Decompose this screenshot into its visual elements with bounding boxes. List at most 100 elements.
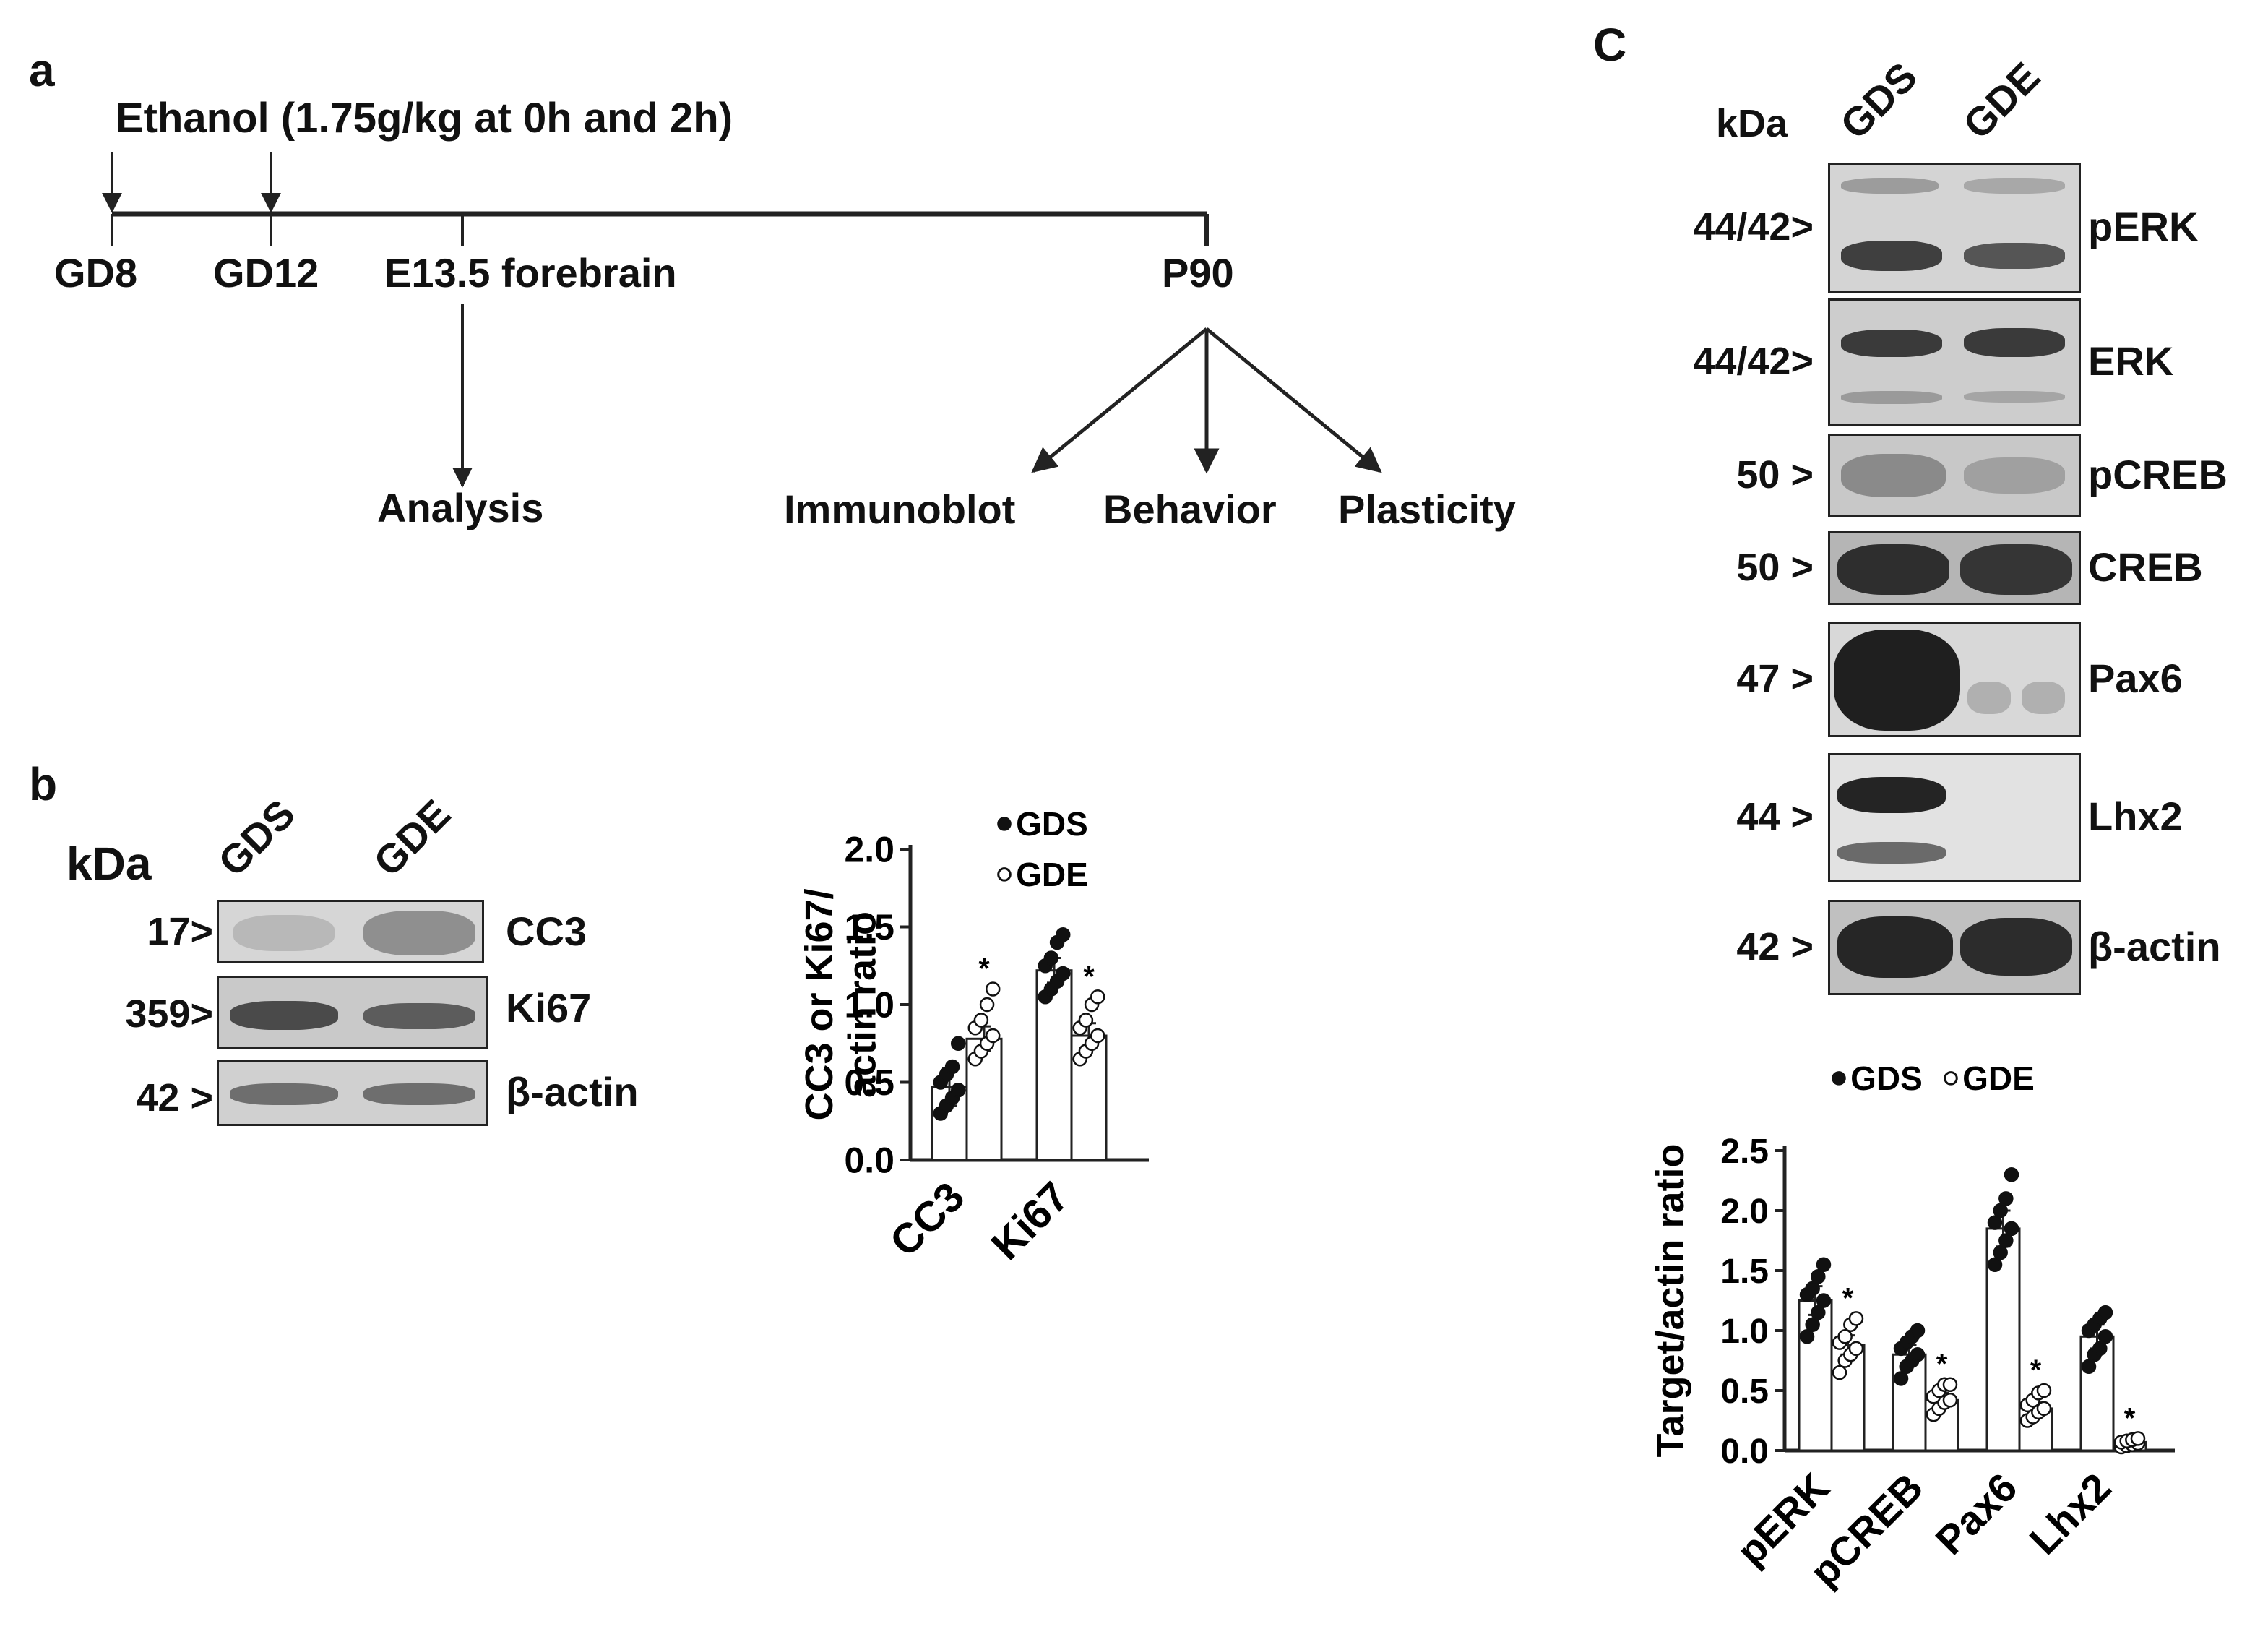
outcome-behavior: Behavior	[1103, 486, 1277, 532]
panel-c-kda-label: 47 >	[1736, 657, 1814, 700]
data-point	[1987, 1257, 2003, 1272]
blot-c-row	[1828, 298, 2081, 426]
y-axis-label-line: CC3 or Ki67/	[798, 888, 841, 1120]
y-tick-label: 2.5	[1720, 1133, 1769, 1171]
band	[1837, 916, 1953, 978]
data-point	[1799, 1329, 1815, 1344]
data-point	[950, 1083, 966, 1098]
timepoint-p90: P90	[1162, 250, 1234, 296]
band	[1841, 391, 1942, 404]
data-point	[2036, 1383, 2052, 1398]
y-axis-label: Target/actin ratio	[1649, 1143, 1692, 1457]
band	[1841, 330, 1942, 357]
band	[1837, 842, 1946, 864]
panel-c-target-label: β-actin	[2088, 924, 2221, 969]
panel-c-kda-label: 44/42>	[1693, 205, 1814, 249]
band	[1841, 241, 1942, 271]
data-point	[1910, 1346, 1926, 1362]
panel-b-target-actin: β-actin	[506, 1069, 639, 1114]
panel-b-lane-gde: GDE	[364, 790, 460, 885]
band	[363, 911, 475, 955]
data-point	[1811, 1305, 1826, 1320]
band	[1964, 391, 2065, 403]
panel-c-letter: C	[1593, 19, 1627, 71]
panel-b-kda-actin: 42 >	[136, 1076, 213, 1120]
y-tick-label: 0.5	[1720, 1372, 1769, 1411]
band	[1837, 544, 1949, 595]
band	[1837, 777, 1946, 813]
panel-b-kda-ki67: 359>	[125, 992, 213, 1036]
category-label: Ki67	[983, 1173, 1079, 1269]
panel-c-target-label: pERK	[2088, 204, 2199, 249]
y-tick-label: 1.0	[844, 985, 894, 1026]
data-point	[1090, 1028, 1105, 1044]
timepoint-gd8: GD8	[54, 250, 138, 296]
panel-b-letter: b	[29, 758, 58, 810]
data-point	[1910, 1323, 1926, 1339]
blot-c-row	[1828, 753, 2081, 882]
band	[1841, 454, 1946, 497]
plasticity-arrow	[1205, 327, 1382, 473]
y-tick-label: 1.5	[844, 907, 894, 948]
blot-c-row	[1828, 622, 2081, 737]
timepoint-e135: E13.5 forebrain	[384, 250, 677, 296]
panel-c-target-label: Pax6	[2088, 656, 2183, 701]
data-point	[1993, 1245, 2008, 1260]
panel-b-target-cc3: CC3	[506, 908, 587, 954]
y-tick-label: 2.0	[1720, 1193, 1769, 1231]
blot-b-cc3	[217, 900, 484, 963]
timepoint-gd12: GD12	[213, 250, 319, 296]
band	[1967, 682, 2011, 714]
data-point	[950, 1036, 966, 1051]
data-point	[1055, 966, 1071, 981]
data-point	[1816, 1293, 1832, 1308]
legend-label: GDS	[1850, 1060, 1923, 1097]
category-label: Lhx2	[2021, 1464, 2120, 1563]
band	[1964, 457, 2065, 494]
y-axis-label: CC3 or Ki67/actin ratio	[798, 888, 884, 1120]
data-point	[1848, 1311, 1864, 1326]
blot-c-row	[1828, 163, 2081, 293]
significance-star: *	[978, 953, 990, 985]
data-point	[2036, 1401, 2052, 1417]
data-point	[2004, 1166, 2019, 1182]
band	[1964, 243, 2065, 269]
data-point	[1805, 1281, 1820, 1297]
panel-c-target-label: CREB	[2088, 544, 2203, 590]
band	[1960, 544, 2072, 595]
y-tick-label: 1.5	[1720, 1252, 1769, 1291]
band	[363, 1003, 475, 1029]
legend-marker	[1944, 1071, 1958, 1086]
blot-b-ki67	[217, 976, 488, 1049]
band	[2022, 682, 2065, 714]
band	[1960, 918, 2072, 976]
y-tick-label: 1.0	[1720, 1312, 1769, 1351]
panel-b-target-ki67: Ki67	[506, 985, 592, 1031]
panel-c-kda-header: kDa	[1716, 102, 1788, 145]
legend-label: GDE	[1016, 856, 1088, 893]
data-point	[2097, 1305, 2113, 1320]
timeline-diagram	[102, 152, 1382, 488]
panel-c-kda-label: 44 >	[1736, 795, 1814, 838]
analysis-label: Analysis	[377, 485, 544, 530]
panel-c-target-label: ERK	[2088, 338, 2174, 384]
outcome-immunoblot: Immunoblot	[784, 486, 1016, 532]
band	[230, 1083, 338, 1105]
data-point	[979, 997, 995, 1013]
panel-b-kda-header: kDa	[66, 838, 152, 890]
blot-b-actin	[217, 1060, 488, 1126]
band	[1841, 178, 1939, 194]
blot-c-row	[1828, 434, 2081, 517]
legend-marker	[997, 867, 1012, 882]
band	[233, 915, 335, 951]
data-point	[1942, 1377, 1958, 1392]
y-axis-label-line: actin ratio	[840, 911, 884, 1098]
legend-marker	[1832, 1071, 1846, 1086]
data-point	[1078, 1013, 1094, 1028]
panel-c-kda-label: 50 >	[1736, 452, 1814, 497]
data-point	[1998, 1233, 2014, 1248]
outcome-plasticity: Plasticity	[1338, 486, 1516, 532]
data-point	[1893, 1371, 1909, 1386]
data-point	[2081, 1359, 2097, 1375]
